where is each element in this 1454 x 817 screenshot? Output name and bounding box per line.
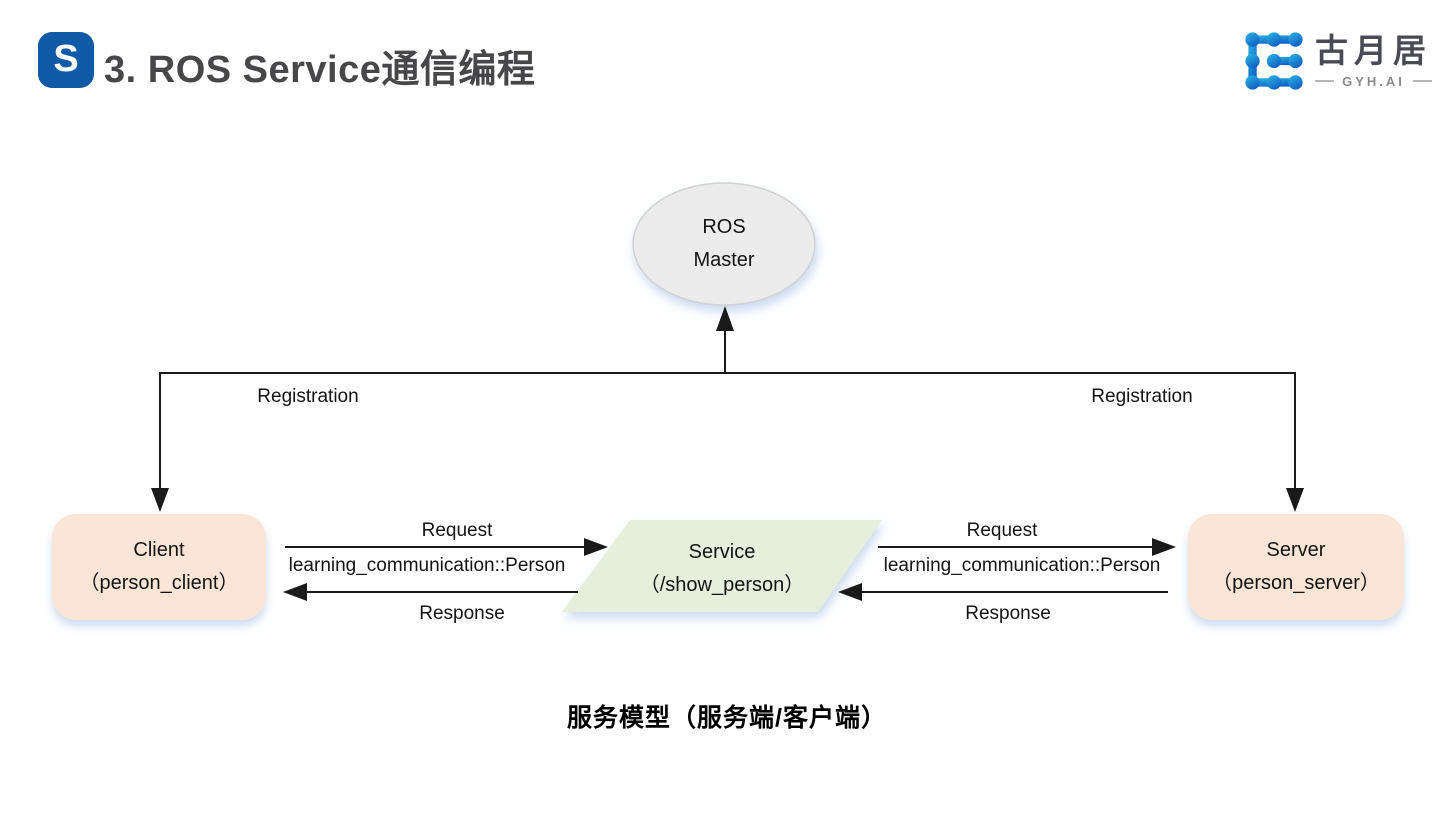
- ros-master-line2: Master: [693, 249, 755, 271]
- page-title: 3. ROS Service通信编程: [104, 49, 536, 91]
- node-server: Server （person_server）: [1188, 514, 1404, 620]
- client-line2: （person_client）: [79, 572, 239, 594]
- node-service: Service （/show_person）: [572, 533, 872, 605]
- arrow-down-to-server: [1286, 488, 1304, 512]
- node-client: Client （person_client）: [52, 514, 266, 620]
- label-request-right: Request: [966, 520, 1038, 541]
- arrow-down-to-client: [151, 488, 169, 512]
- brand-subtitle: GYH.AI: [1315, 73, 1433, 89]
- arrow-request-right: [1152, 538, 1176, 556]
- header: S 3. ROS Service通信编程: [0, 0, 1454, 110]
- brand-rule-left: [1315, 80, 1335, 83]
- registration-wire: [159, 328, 1296, 490]
- service-shape: [562, 520, 882, 612]
- label-registration-right: Registration: [1091, 386, 1193, 407]
- ros-master-shape: [632, 182, 816, 306]
- node-ros-master: ROS Master: [633, 183, 815, 305]
- brand-sub-text: GYH.AI: [1342, 73, 1405, 89]
- gyh-logo-icon: [1245, 32, 1303, 90]
- arrow-response-left: [283, 583, 307, 601]
- label-response-left: Response: [419, 603, 505, 624]
- brand-name: 古月居: [1315, 32, 1432, 70]
- arrowheads: [151, 306, 1304, 601]
- label-message-type-right: learning_communication::Person: [883, 555, 1161, 576]
- service-line2: （/show_person）: [639, 574, 805, 596]
- brand-logo: 古月居 GYH.AI: [1243, 30, 1433, 92]
- label-registration-left: Registration: [257, 386, 359, 407]
- ros-master-line1: ROS: [702, 216, 746, 238]
- arrow-up-to-master: [716, 306, 734, 331]
- arrow-response-right: [838, 583, 862, 601]
- service-line1: Service: [688, 541, 756, 563]
- request-response-wires: [285, 546, 1168, 593]
- title-badge-glyph: S: [53, 38, 79, 80]
- title-badge-icon: S: [38, 32, 94, 88]
- brand-text: 古月居 GYH.AI: [1315, 32, 1433, 89]
- arrow-request-left: [584, 538, 608, 556]
- label-message-type-left: learning_communication::Person: [288, 555, 566, 576]
- client-line1: Client: [133, 539, 185, 561]
- server-line2: （person_server）: [1212, 572, 1380, 594]
- brand-rule-right: [1412, 80, 1433, 83]
- label-response-right: Response: [965, 603, 1051, 624]
- server-line1: Server: [1266, 539, 1326, 561]
- label-request-left: Request: [421, 520, 493, 541]
- diagram-caption: 服务模型（服务端/客户端）: [567, 704, 887, 732]
